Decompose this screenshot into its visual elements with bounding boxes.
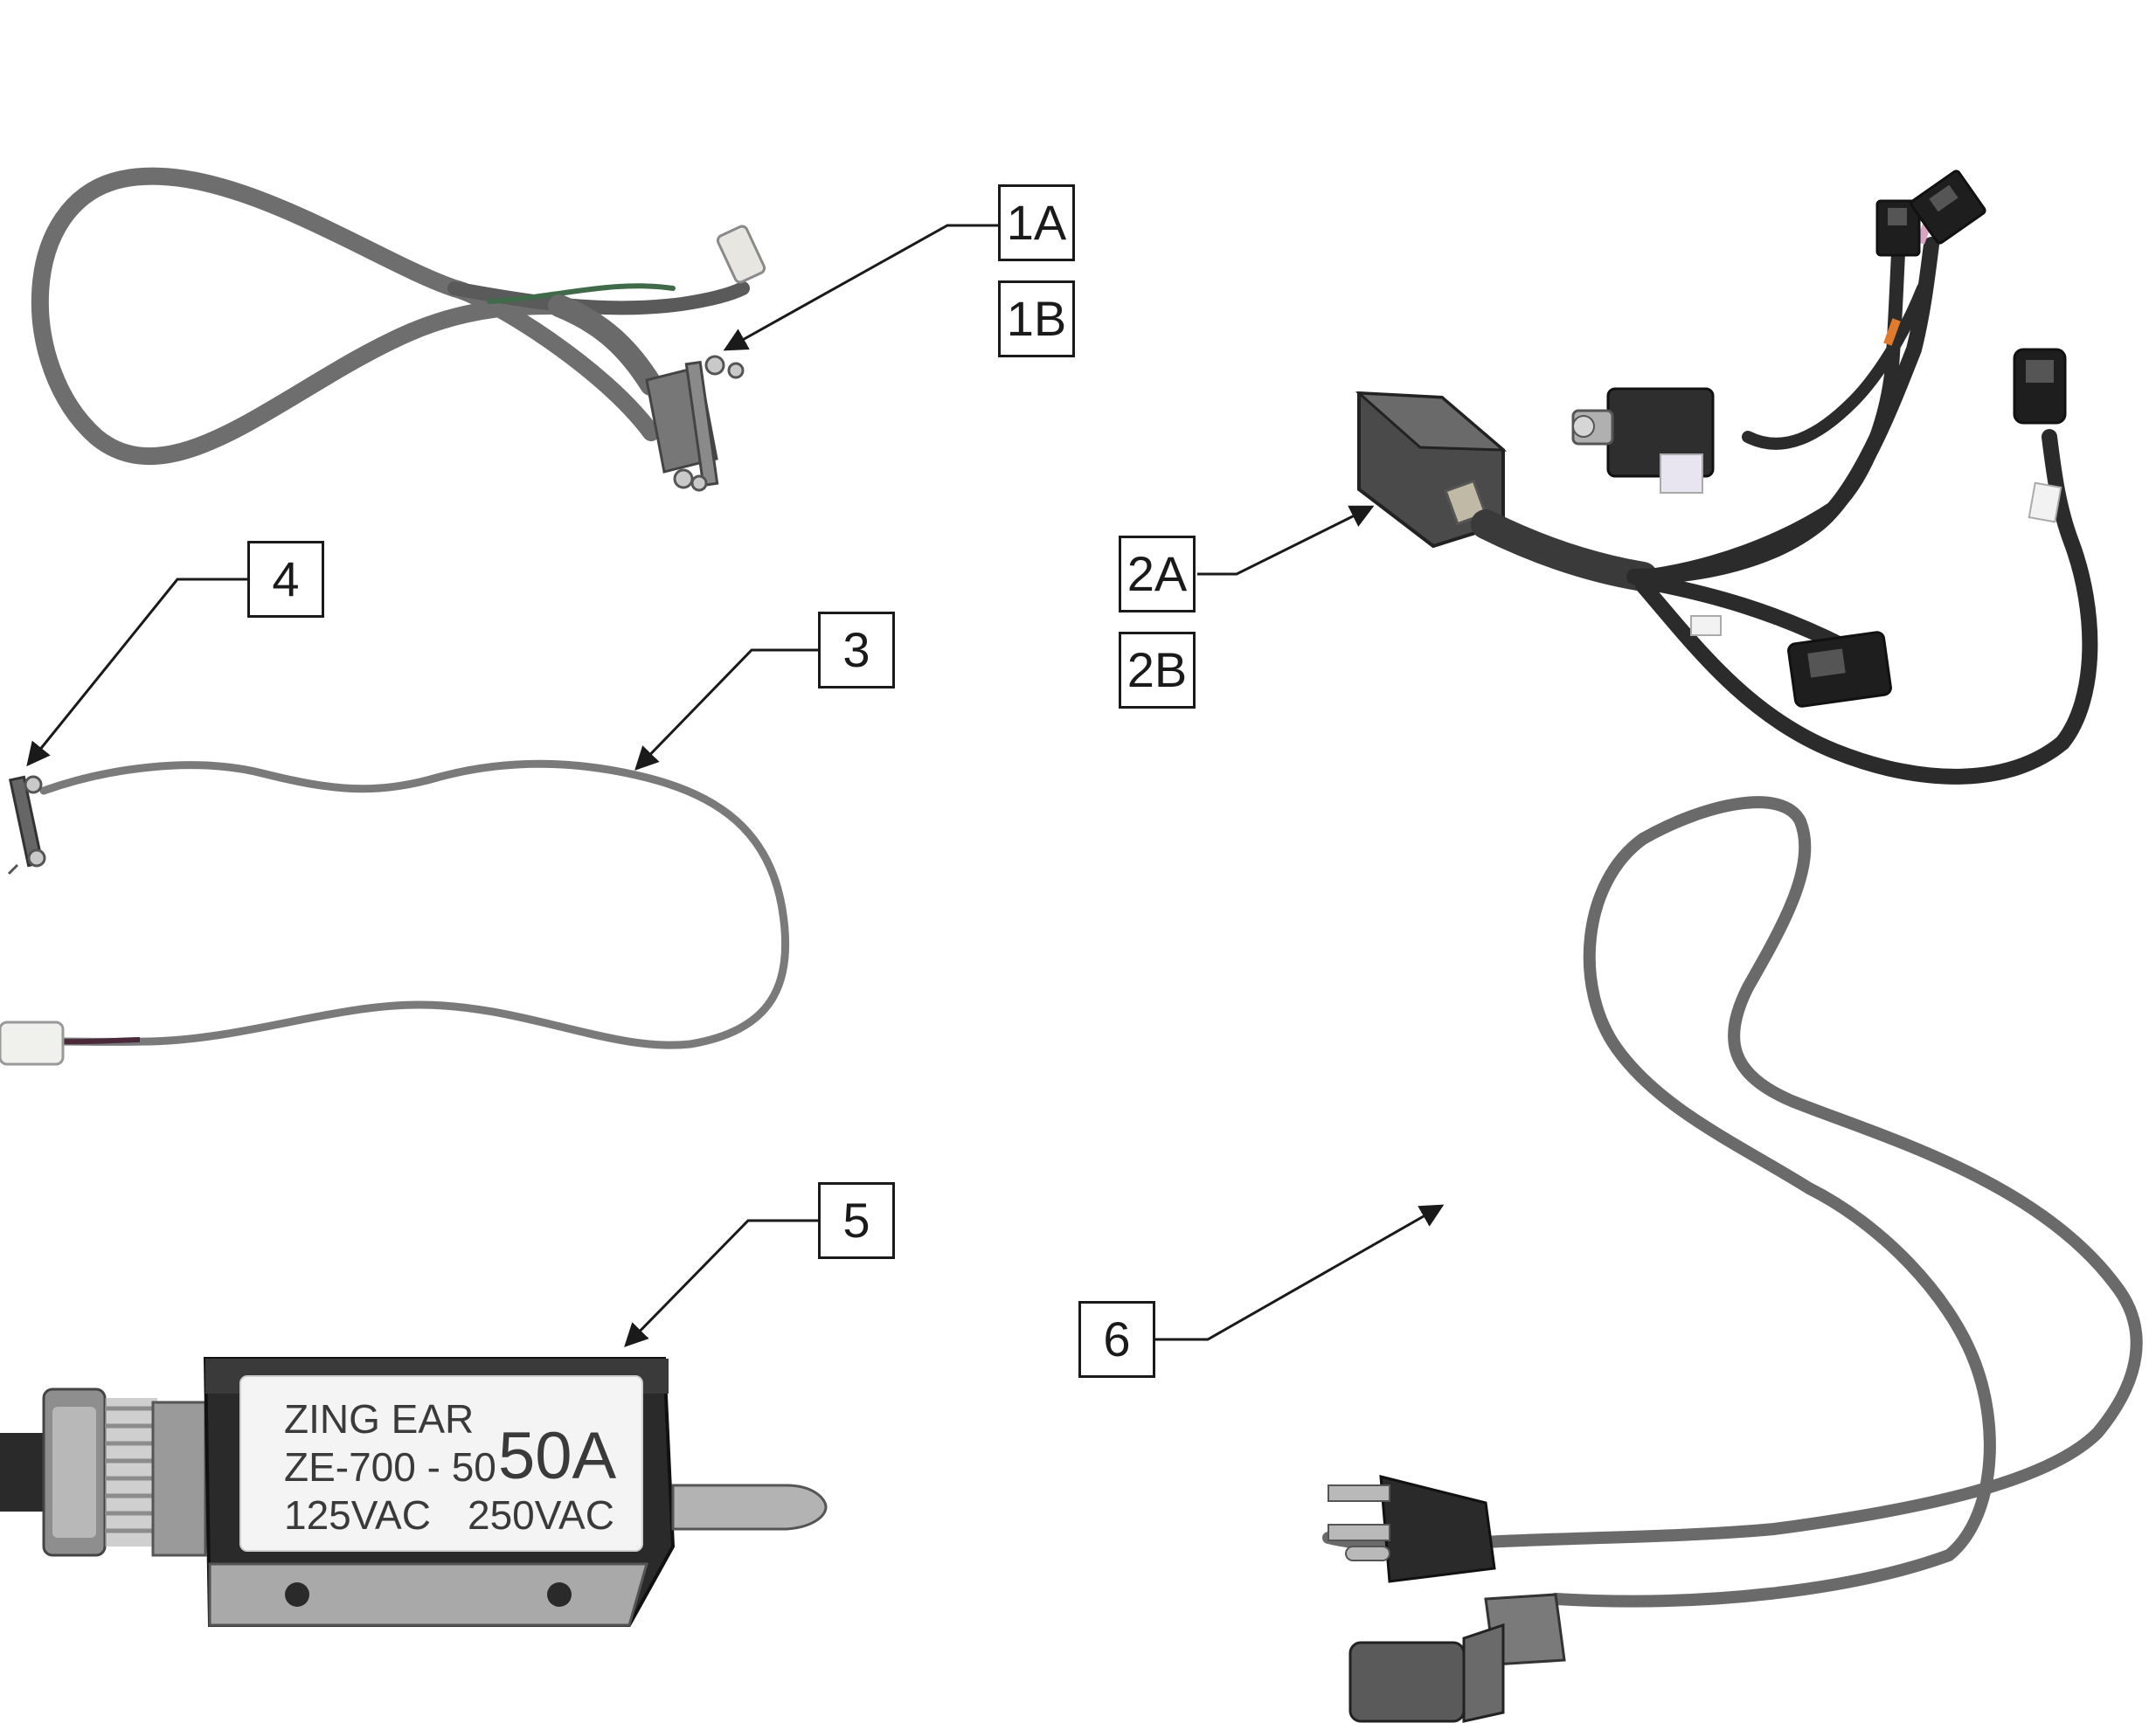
power-plug-icon (1328, 1475, 1496, 1583)
callout-1b: 1B (998, 280, 1075, 357)
part-5-breaker (0, 1357, 828, 1627)
part-3-cable (0, 759, 790, 1066)
breaker-volt-right-text: 250VAC (468, 1492, 614, 1538)
harness-breaker-icon (1571, 387, 1715, 494)
leader-lines (26, 224, 1445, 1347)
part-2-harness (1355, 170, 2098, 785)
part-1-cable (31, 167, 766, 492)
breaker-model-text: ZE-700 - 50 (284, 1444, 496, 1490)
callout-4: 4 (247, 541, 324, 618)
leader-4 (26, 578, 247, 767)
leader-2 (1197, 505, 1375, 576)
part-4-connector (7, 775, 46, 875)
callout-5: 5 (818, 1182, 895, 1259)
callout-2b: 2B (1119, 632, 1196, 709)
leader-1 (723, 224, 998, 351)
leader-5 (624, 1219, 818, 1347)
part-6-power-cord (1322, 796, 2143, 1723)
callout-1a: 1A (998, 184, 1075, 261)
d-sub-connector-icon (645, 355, 745, 492)
breaker-brand-text: ZING EAR (284, 1396, 474, 1442)
breaker-volt-left-text: 125VAC (284, 1492, 431, 1538)
callout-2a: 2A (1119, 536, 1196, 612)
callout-3: 3 (818, 612, 895, 689)
leader-6 (1155, 1204, 1445, 1341)
callout-6: 6 (1078, 1301, 1155, 1378)
iec-connector-icon (1348, 1593, 1566, 1723)
breaker-rating-text: 50A (498, 1419, 617, 1493)
leader-3 (634, 648, 818, 771)
